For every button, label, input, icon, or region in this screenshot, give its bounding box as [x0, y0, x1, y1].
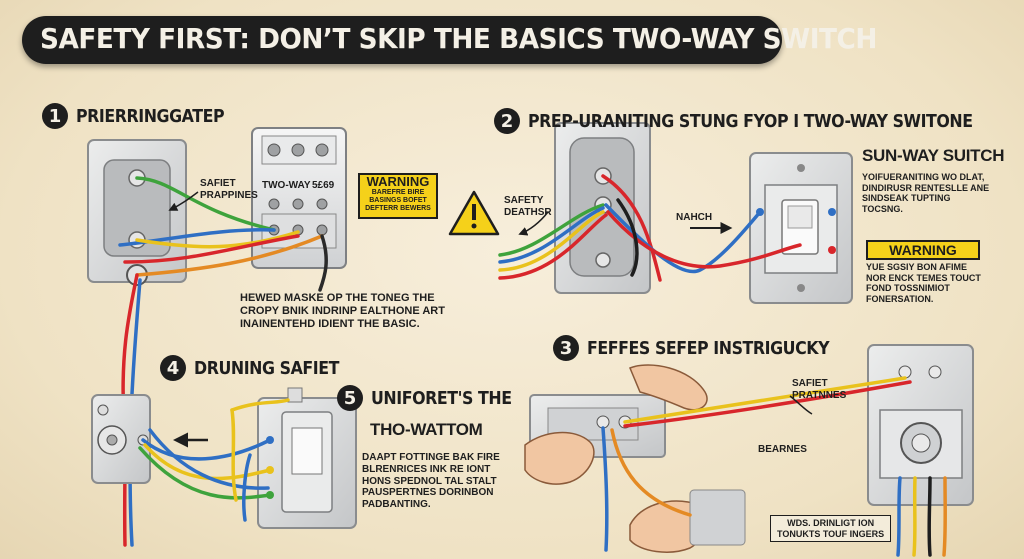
warning-title-1: WARNING: [366, 174, 430, 189]
panel-3-callout-2: BEARNES: [758, 444, 807, 455]
panel-5-subheading: THO-WATTOM: [370, 420, 483, 439]
panel-2-side-body: YOIFUERANITING WO DLAT, DINDIRUSR RENTES…: [862, 172, 990, 214]
step-1-label: PRIERRINGGATEP: [76, 105, 225, 127]
step-4-heading: 4 DRUNING SAFIET: [160, 355, 359, 381]
two-way-switch-2: [749, 152, 853, 304]
step-5-label: UNIFORET'S THE: [371, 387, 512, 409]
step-4-number: 4: [160, 355, 186, 381]
hands-assembly-3: [524, 364, 746, 553]
warning-title-2: WARNING: [889, 242, 957, 258]
step-3-heading: 3 FEFFES SEFEP INSTRIGUCKY: [553, 335, 862, 361]
panel-1-callout: SAFIET PRAPPINES: [200, 178, 258, 201]
two-way-switch-5: [257, 387, 357, 529]
step-3-number: 3: [553, 335, 579, 361]
step-1-heading: 1 PRIERRINGGATEP: [42, 103, 244, 129]
step-4-label: DRUNING SAFIET: [194, 357, 339, 379]
step-2-heading: 2 PREP-URANITING STUNG FYOP I TWO-WAY SW…: [494, 108, 1024, 134]
warning-triangle-icon: [448, 190, 500, 236]
step-2-label: PREP-URANITING STUNG FYOP I TWO-WAY SWIT…: [528, 110, 973, 132]
warning-box-2: WARNING: [866, 240, 980, 260]
step-5-number: 5: [337, 385, 363, 411]
warning-body-1: BAREFRE BIRE BASINGS BOFET DEFTERR BEWER…: [365, 189, 431, 213]
panel-5-body: DAAPT FOTTINGE BAK FIRE BLRENRICES INK R…: [362, 452, 500, 511]
two-way-device-1: [251, 127, 347, 269]
device-code: 5£69: [312, 180, 335, 191]
panel-1-caption: HEWED MASKE OP THE TONEG THE CROPY BNIK …: [240, 292, 445, 330]
panel-2-side-heading: SUN-WAY SUITCH: [862, 146, 1005, 165]
step-5-heading: 5 UNIFORET'S THE: [337, 385, 531, 411]
panel-3-tag: WDS. DRINLIGT ION TONUKTS TOUF INGERS: [770, 515, 892, 543]
breaker-panel-3: [867, 344, 974, 506]
wall-box-4: [91, 394, 151, 484]
panel-2-arrow-label: NAHCH: [676, 212, 713, 223]
wires-panel-3: [601, 376, 947, 557]
wires-panel-4-5: [138, 398, 290, 522]
wires-panel-2: [498, 174, 802, 282]
panel-2-callout: SAFETY DEATHSR: [504, 195, 552, 218]
page-title: SAFETY FIRST: DON’T SKIP THE BASICS TWO-…: [40, 22, 877, 55]
step-3-label: FEFFES SEFEP INSTRIGUCKY: [587, 337, 830, 359]
warning-body-2: YUE SGSIY BON AFIME NOR ENCK TEMES TOUCT…: [866, 262, 981, 304]
warning-box-1: WARNING BAREFRE BIRE BASINGS BOFET DEFTE…: [358, 173, 438, 219]
step-1-number: 1: [42, 103, 68, 129]
panel-3-callout-1: SAFIET PRATNNES: [792, 378, 847, 401]
title-banner: SAFETY FIRST: DON’T SKIP THE BASICS TWO-…: [22, 16, 877, 64]
device-label: TWO-WAY: [262, 180, 311, 191]
step-2-number: 2: [494, 108, 520, 134]
